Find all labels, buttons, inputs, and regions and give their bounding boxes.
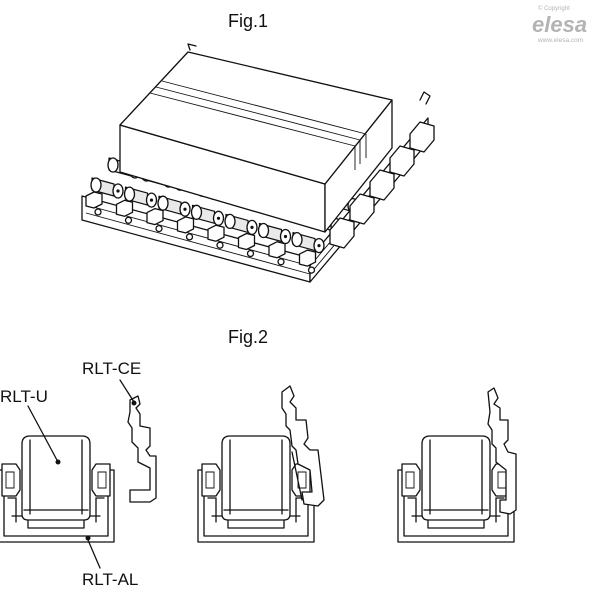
label-rlt-al: RLT-AL [82,570,138,589]
leader-rlt-al-dot [85,535,91,541]
watermark-logo: elesa [532,12,587,37]
roller [157,195,191,217]
rail-clip [298,249,317,274]
label-rlt-ce: RLT-CE [82,359,141,378]
fig2-section-1 [0,435,115,543]
roller [291,231,325,254]
roller-body [221,435,291,521]
roller [224,213,258,236]
watermark-copyright: © Copyright [538,5,570,12]
side-clip [389,145,415,177]
leader-rlt-u-dot [55,459,61,465]
side-clip [329,217,355,249]
side-block-left [401,463,421,497]
roller [90,177,124,199]
roller [257,222,292,245]
leader-rlt-u [27,405,59,463]
rail-clip [146,207,164,233]
leader-rlt-al [87,539,101,569]
profile-outline [0,469,115,543]
rlt-ce-clip-mounted [487,387,517,515]
rail-clip [268,241,286,266]
roller-body [421,435,491,521]
rail-clip [237,232,256,258]
side-clip [349,193,375,225]
rail-clip [115,199,134,224]
elesa-watermark: © Copyright elesa www.elesa.com [532,5,587,44]
rail-clip [85,191,103,216]
watermark-url: www.elesa.com [537,37,583,44]
rail-clip [176,216,195,241]
rlt-ce-clip-detached [127,395,157,503]
leader-rlt-ce [119,379,135,403]
label-rlt-u: RLT-U [0,387,48,406]
fig1-title: Fig.1 [228,11,268,31]
leader-rlt-ce-dot [131,400,137,406]
roller [123,186,158,208]
side-block-left [201,463,221,497]
side-block-right [91,463,111,497]
side-block-left [1,463,21,497]
rlt-ce-clip-tilted [281,385,325,507]
fig2-title: Fig.2 [228,327,268,347]
rail-clip [207,224,225,249]
fig1-isometric-roller-track [81,43,435,283]
side-clip [409,121,435,153]
roller [190,204,225,226]
roller-body [21,435,91,521]
side-clip [369,169,395,201]
